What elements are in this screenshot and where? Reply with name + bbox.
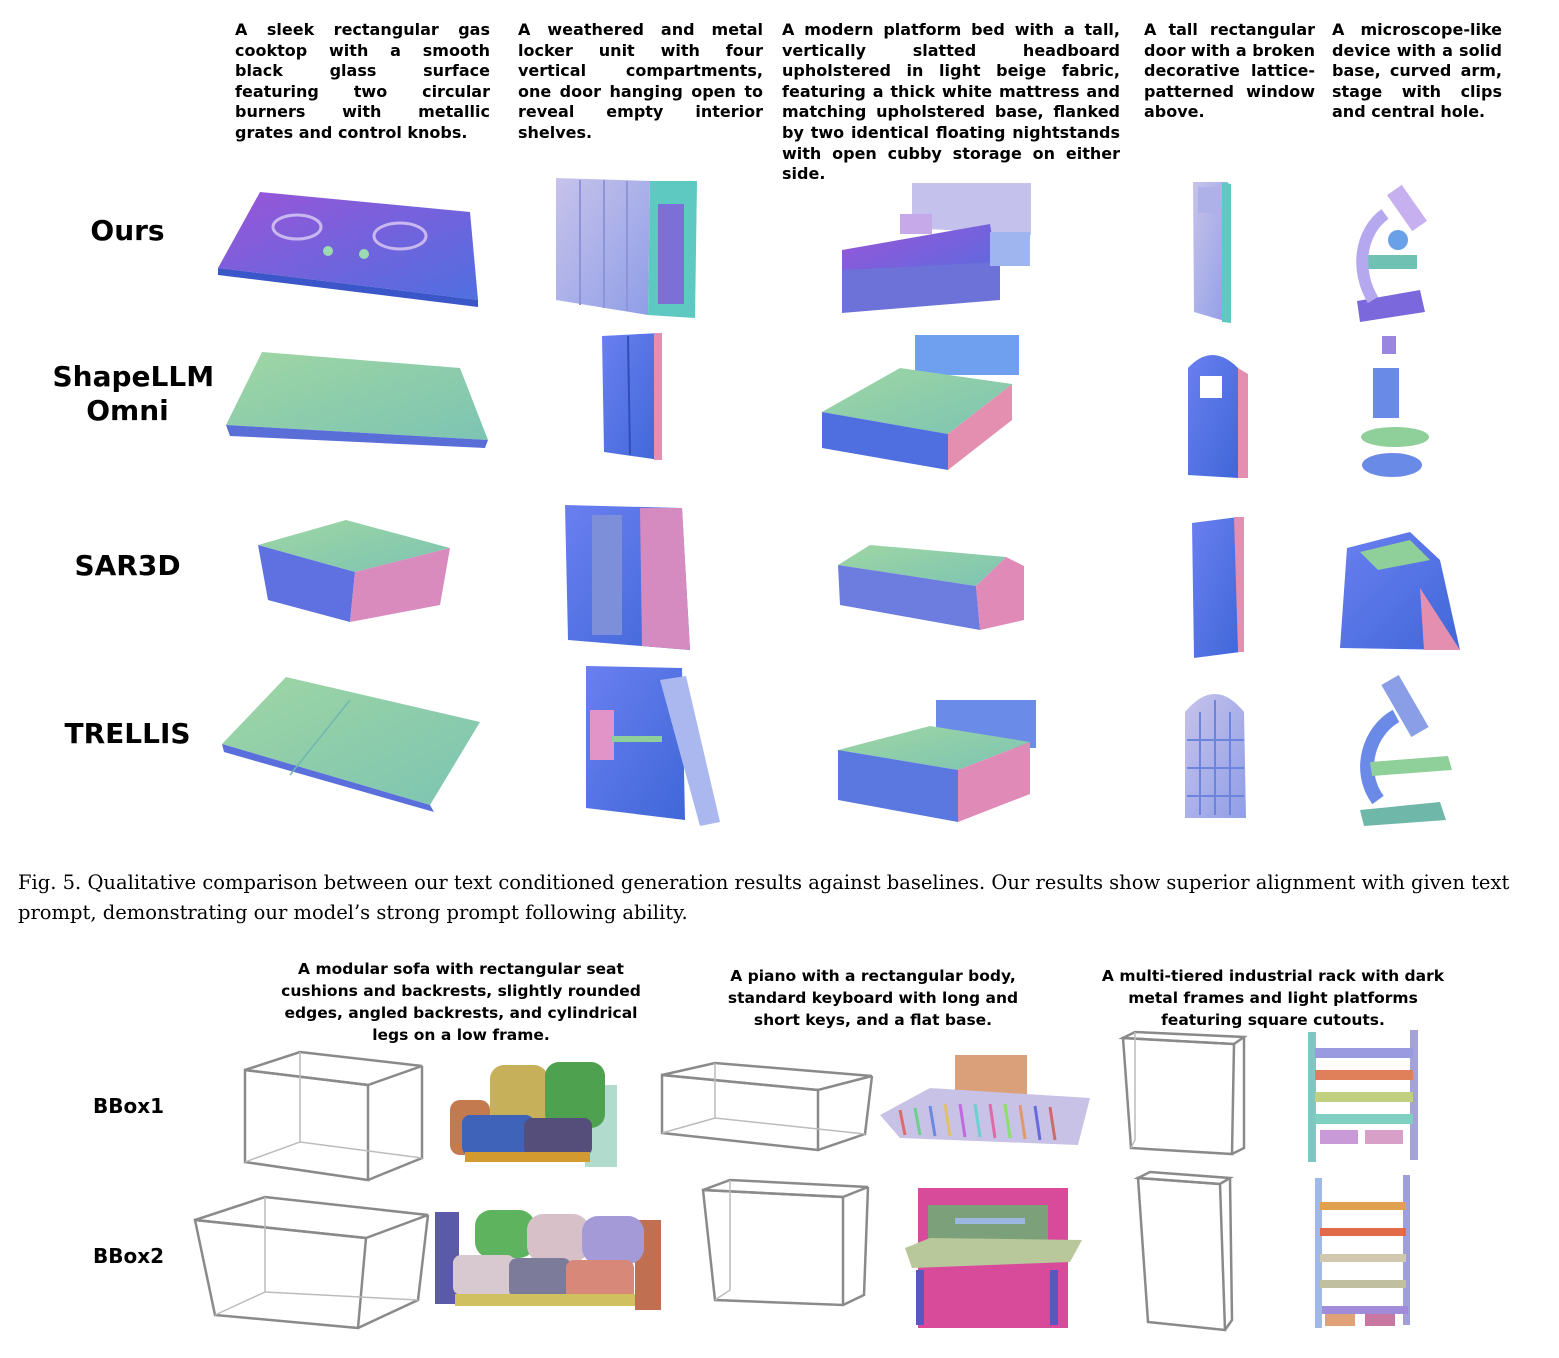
bbox2-sofa-render	[435, 1210, 661, 1310]
ours-microscope-render	[1356, 184, 1427, 322]
ours-locker-render	[556, 178, 697, 318]
bbox-render-grid	[193, 1030, 1418, 1332]
trellis-cooktop-render	[222, 677, 480, 812]
bbox2-rack-wireframe	[1133, 1170, 1235, 1332]
prompt-cooktop: A sleek rectangular gas cooktop with a s…	[235, 20, 490, 142]
sar3d-microscope-render	[1340, 532, 1460, 650]
bbox1-sofa-wireframe	[243, 1050, 424, 1182]
bbox2-piano-render	[905, 1188, 1082, 1328]
bbox1-piano-render	[880, 1055, 1090, 1145]
row-label-bbox1: BBox1	[93, 1094, 165, 1118]
row-label-shapellm-text: ShapeLLM Omni	[52, 360, 215, 427]
trellis-microscope-render	[1360, 675, 1452, 826]
shapellm-bed-render	[822, 335, 1019, 470]
bbox-prompt-rack: A multi-tiered industrial rack with dark…	[1101, 967, 1445, 1029]
shapellm-cooktop-render	[226, 352, 488, 448]
bbox-prompt-sofa: A modular sofa with rectangular seat cus…	[281, 960, 641, 1044]
shapellm-microscope-render	[1361, 336, 1429, 477]
sar3d-door-render	[1192, 517, 1244, 658]
bbox1-rack-render	[1308, 1030, 1418, 1162]
bbox2-rack-render	[1315, 1175, 1410, 1328]
shapellm-locker-render	[602, 333, 662, 460]
trellis-door-render	[1185, 694, 1246, 818]
row-label-trellis: TRELLIS	[64, 717, 191, 750]
trellis-locker-render	[586, 666, 720, 826]
bbox-prompt-piano: A piano with a rectangular body, standar…	[727, 967, 1019, 1029]
sar3d-bed-render	[838, 545, 1024, 630]
figure5-caption: Fig. 5. Qualitative comparison between o…	[18, 871, 1510, 924]
bbox1-sofa-render	[450, 1062, 617, 1167]
ours-cooktop-render	[218, 192, 478, 307]
bbox2-piano-wireframe	[701, 1178, 870, 1307]
row-label-bbox2: BBox2	[93, 1244, 165, 1268]
prompt-locker: A weathered and metal locker unit with f…	[518, 20, 763, 142]
bbox2-sofa-wireframe	[193, 1195, 430, 1330]
bbox1-piano-wireframe	[660, 1061, 874, 1152]
sar3d-cooktop-render	[258, 520, 450, 622]
row-label-ours: Ours	[90, 214, 165, 247]
prompt-microscope: A microscope-like device with a solid ba…	[1332, 20, 1502, 122]
ours-door-render	[1193, 182, 1231, 323]
prompt-bed: A modern platform bed with a tall, verti…	[782, 20, 1120, 184]
row-label-sar3d: SAR3D	[74, 549, 181, 582]
trellis-bed-render	[838, 700, 1036, 822]
prompt-door: A tall rectangular door with a broken de…	[1144, 20, 1315, 122]
sar3d-locker-render	[565, 505, 690, 650]
ours-bed-render	[842, 183, 1031, 313]
shapellm-door-render	[1188, 355, 1248, 478]
row-label-shapellm: ShapeLLM Omni	[40, 360, 215, 428]
figure5-render-grid	[218, 178, 1460, 826]
bbox1-rack-wireframe	[1118, 1030, 1248, 1156]
